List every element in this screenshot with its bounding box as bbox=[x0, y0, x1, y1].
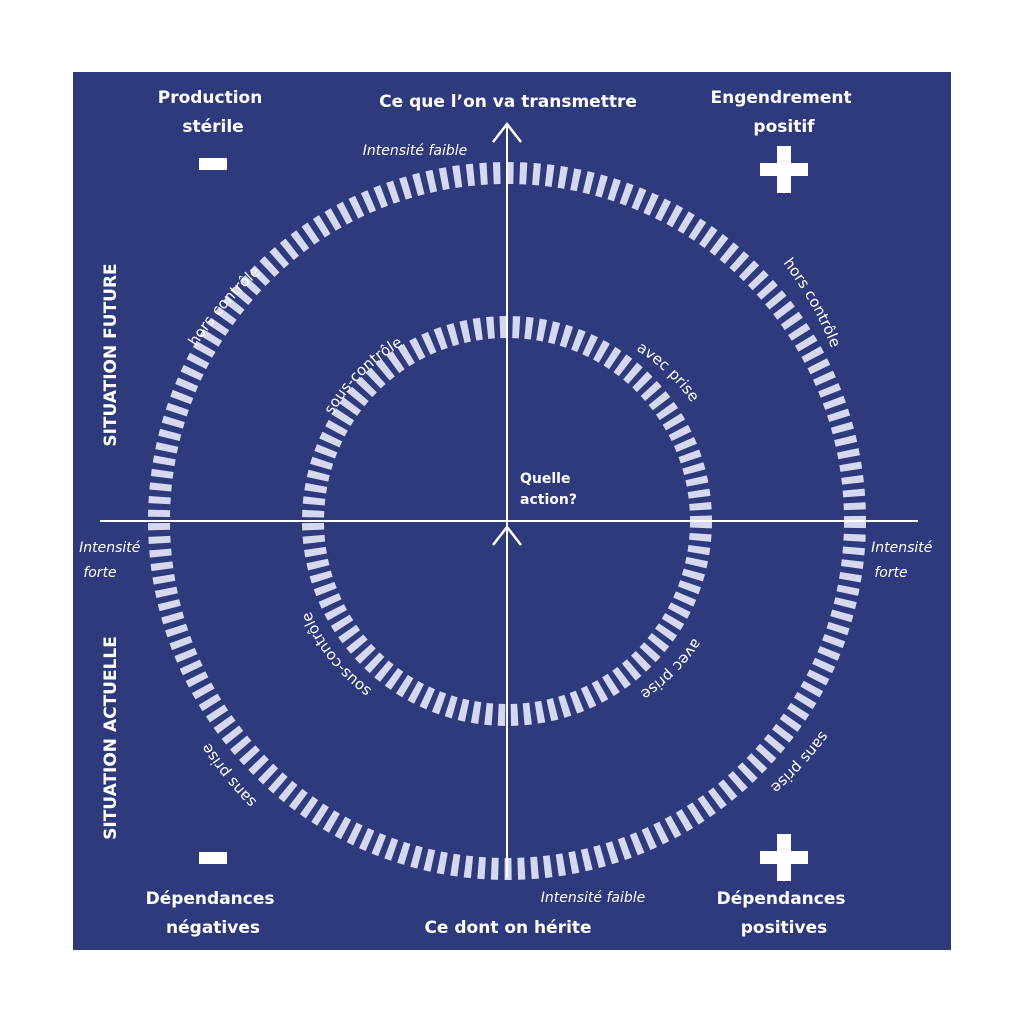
quadrant-top-right-title: Engendrement positif bbox=[711, 88, 858, 137]
quadrant-bottom-left-title: Dépendances négatives bbox=[146, 889, 281, 938]
intensity-strong-right-line2: forte bbox=[874, 565, 907, 581]
plus-top-right-icon bbox=[760, 146, 808, 193]
side-label-situation-actuelle: SITUATION ACTUELLE bbox=[101, 636, 121, 840]
intensity-strong-left-line1: Intensité bbox=[79, 540, 141, 556]
intensity-strong-right-label: Intensité forte bbox=[871, 540, 937, 581]
intensity-weak-bottom-label: Intensité faible bbox=[541, 890, 646, 906]
diagram-background bbox=[73, 72, 951, 950]
intensity-strong-left-label: Intensité forte bbox=[79, 540, 145, 581]
plus-bottom-right-icon bbox=[760, 834, 808, 881]
quadrant-bottom-left-line2: négatives bbox=[166, 918, 260, 938]
arrow-up-top-icon bbox=[492, 121, 522, 143]
intensity-strong-left-line2: forte bbox=[83, 565, 116, 581]
center-question-line2: action? bbox=[520, 492, 577, 508]
side-label-situation-future: SITUATION FUTURE bbox=[101, 263, 121, 446]
intensity-strong-right-line1: Intensité bbox=[871, 540, 933, 556]
quadrant-top-left-line1: Production bbox=[158, 88, 263, 108]
intensity-weak-top-label: Intensité faible bbox=[363, 143, 468, 159]
quadrant-bottom-right-line1: Dépendances bbox=[717, 889, 846, 909]
axis-top-label: Ce que l’on va transmettre bbox=[379, 92, 637, 112]
minus-bottom-left-icon bbox=[199, 852, 227, 864]
axis-bottom-label: Ce dont on hérite bbox=[424, 918, 591, 938]
minus-top-left-icon bbox=[199, 158, 227, 170]
quadrant-bottom-left-line1: Dépendances bbox=[146, 889, 275, 909]
quadrant-top-left-line2: stérile bbox=[182, 117, 243, 137]
center-question-line1: Quelle bbox=[520, 471, 570, 487]
quadrant-top-right-line1: Engendrement bbox=[711, 88, 852, 108]
quadrant-top-right-line2: positif bbox=[753, 117, 815, 137]
quadrant-bottom-right-line2: positives bbox=[741, 918, 827, 938]
quadrant-bottom-right-title: Dépendances positives bbox=[717, 889, 852, 938]
arrow-up-center-icon bbox=[492, 524, 522, 546]
quadrant-top-left-title: Production stérile bbox=[158, 88, 269, 137]
